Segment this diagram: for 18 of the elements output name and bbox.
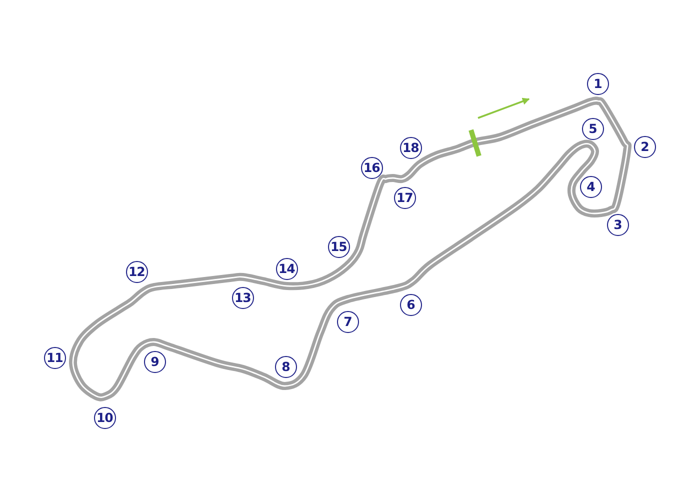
turn-number: 8	[274, 356, 297, 378]
turn-number: 6	[400, 294, 422, 316]
turn-number: 15	[328, 236, 350, 258]
turn-number: 9	[144, 350, 166, 373]
turn-number: 17	[394, 186, 416, 209]
turn-number: 1	[586, 72, 609, 95]
turn-number: 3	[606, 214, 629, 236]
turn-number: 7	[336, 310, 359, 333]
turn-number: 5	[582, 118, 604, 140]
turn-number: 13	[232, 286, 254, 309]
turn-number: 14	[276, 258, 298, 280]
turn-number: 2	[634, 136, 656, 158]
turn-number: 10	[94, 406, 116, 429]
turn-number: 11	[44, 346, 66, 369]
turn-number: 4	[580, 176, 602, 198]
turn-number: 16	[360, 156, 383, 179]
turn-number: 12	[126, 260, 148, 283]
turn-number: 18	[400, 136, 422, 159]
